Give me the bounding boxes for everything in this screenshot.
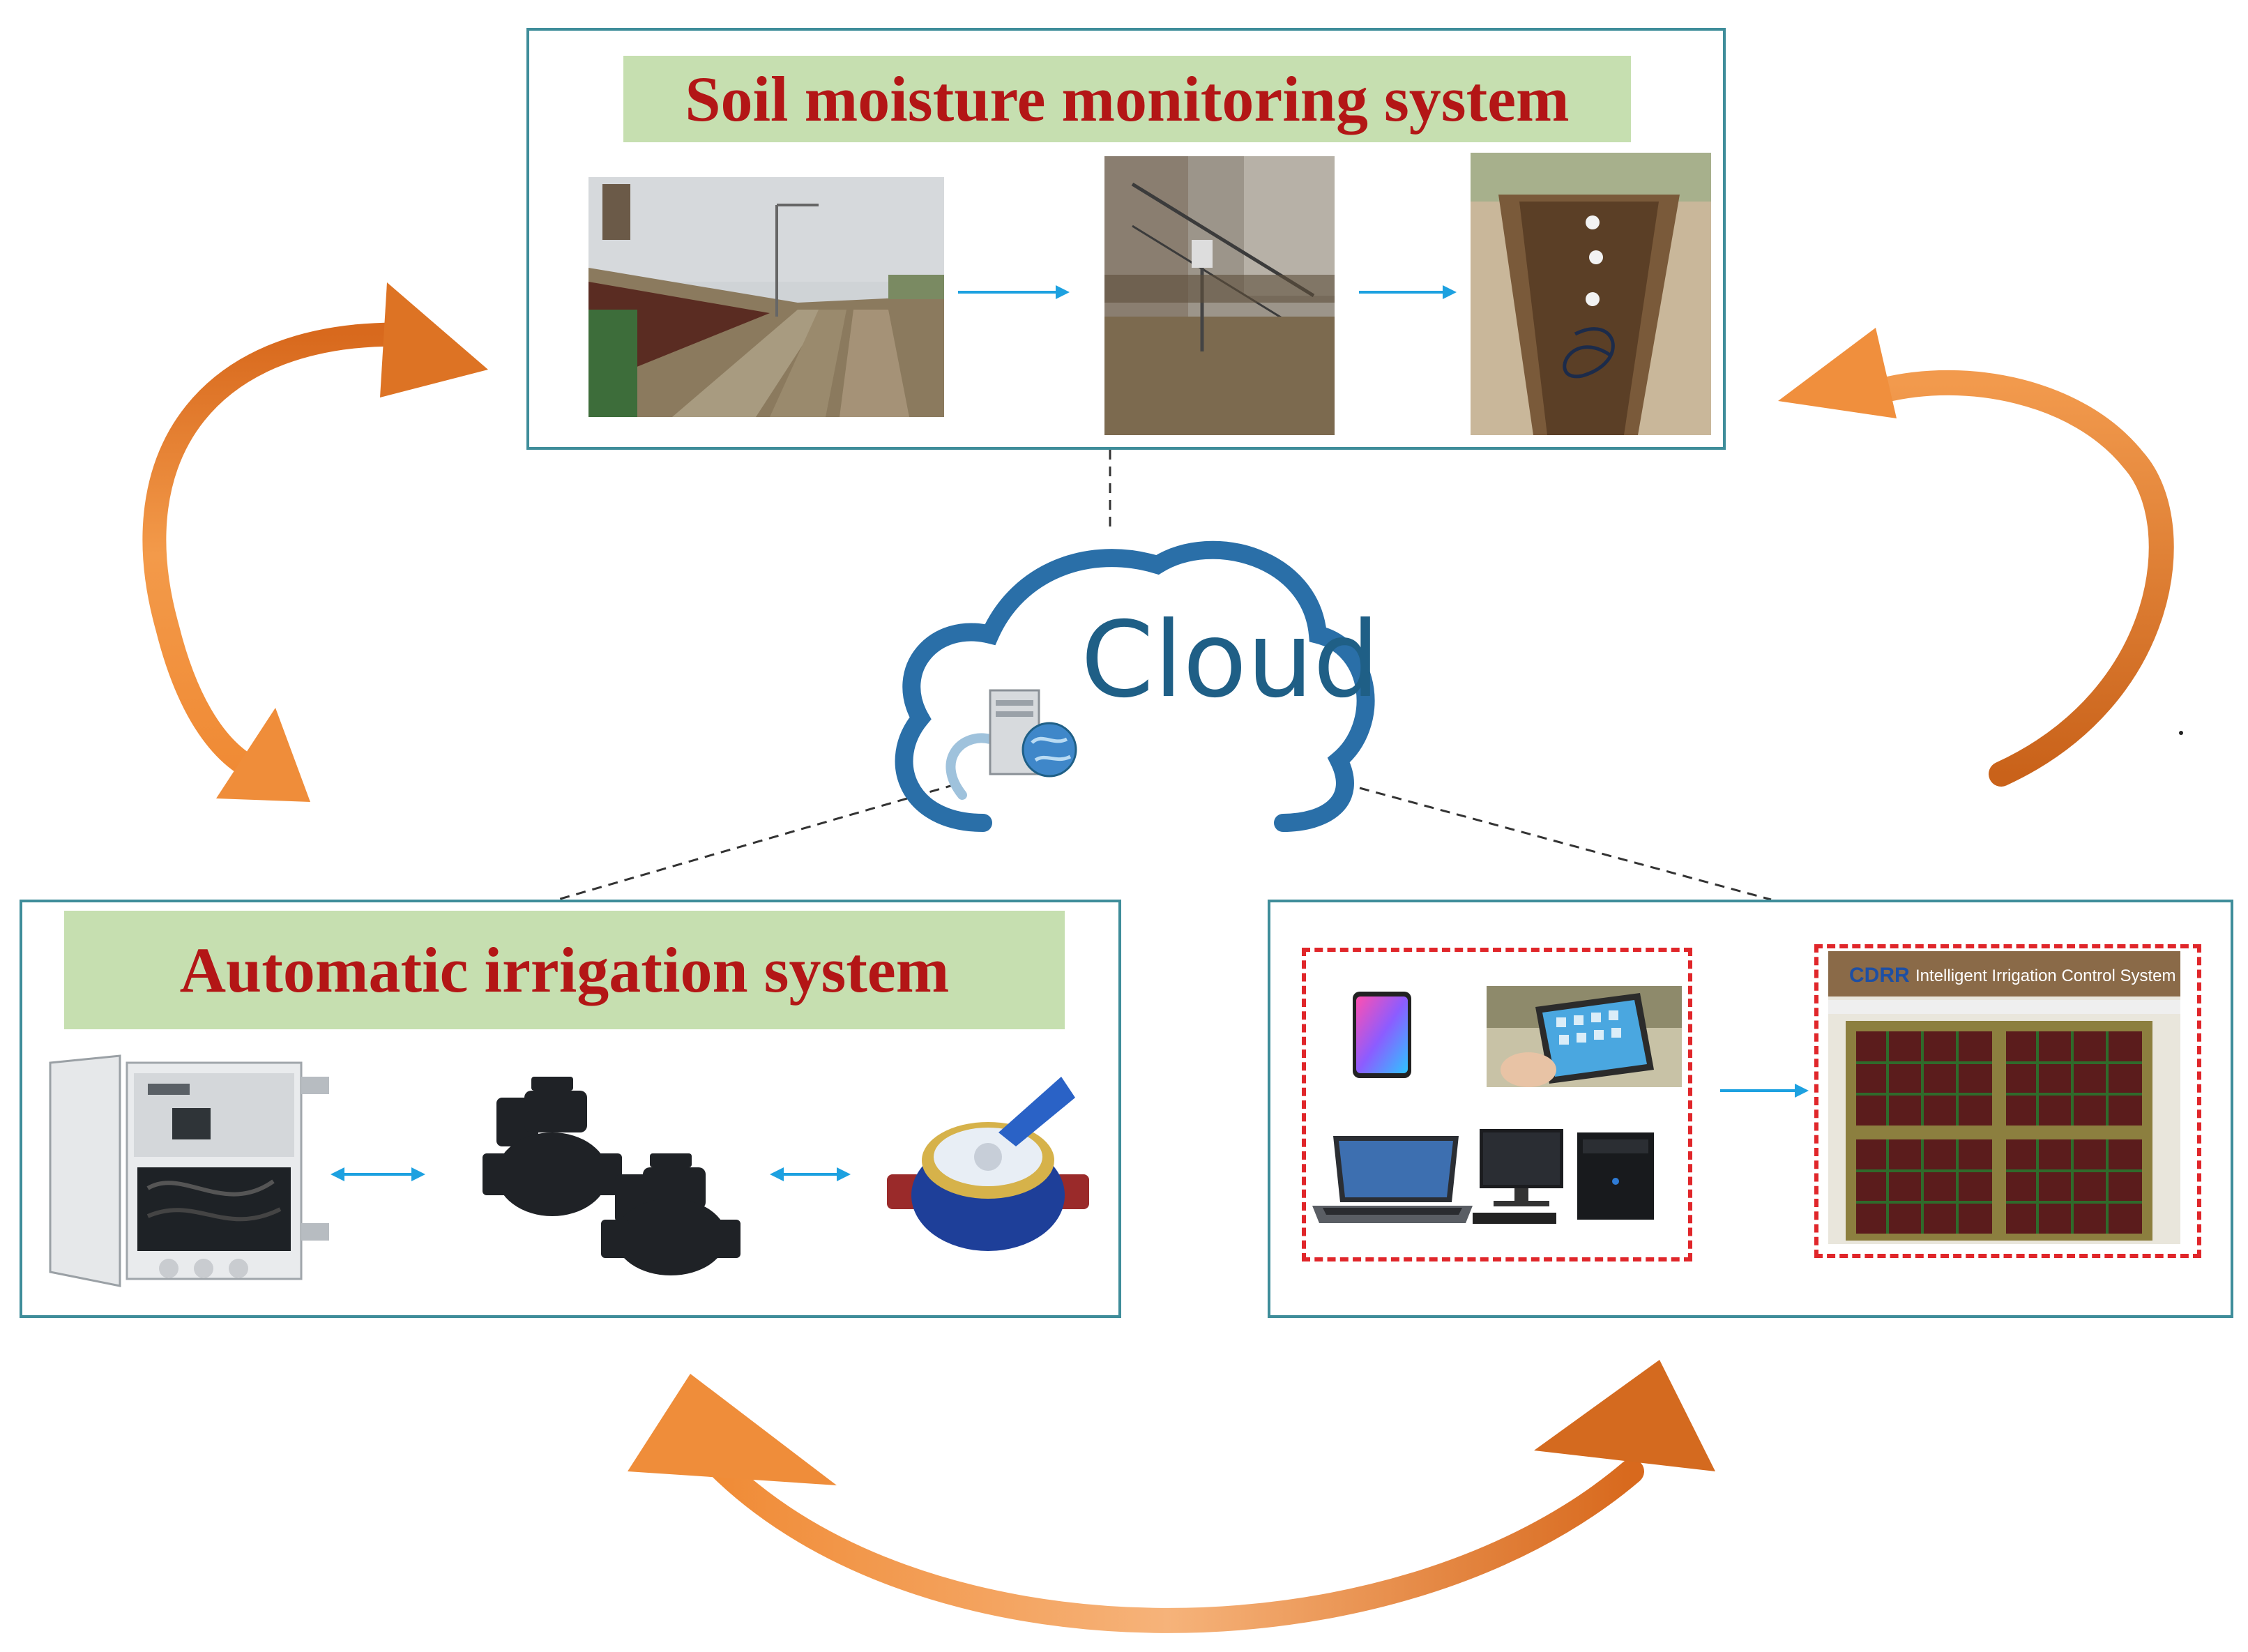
- controller-box-icon: [49, 1054, 329, 1287]
- irrigation-panel: Automatic irrigation system: [20, 900, 1121, 1318]
- water-meter-icon: [887, 1077, 1089, 1251]
- app-menu-bar: [1828, 1000, 2180, 1014]
- app-title: Intelligent Irrigation Control System (I…: [1915, 967, 2180, 985]
- devices-frame: [1302, 948, 1692, 1261]
- laptop-icon: [1312, 1136, 1473, 1223]
- flow-arrow: [958, 285, 1070, 299]
- flow-arrow: [1720, 1084, 1809, 1098]
- solenoid-valve-icon: [483, 1077, 741, 1275]
- bidirectional-arrow: [770, 1167, 851, 1181]
- app-logo: CDRR: [1849, 964, 1910, 987]
- left-cycle-arrow: [142, 282, 488, 802]
- soil-moisture-panel: Soil moisture monitoring system: [526, 28, 1726, 450]
- field-plots-photo: [588, 177, 944, 417]
- smartphone-icon: [1353, 992, 1411, 1078]
- panel-title: Automatic irrigation system: [64, 911, 1065, 1029]
- irrigation-app-screenshot: CDRR Intelligent Irrigation Control Syst…: [1828, 951, 2180, 1244]
- flow-arrow: [1359, 285, 1457, 299]
- cloud-label: Cloud: [1081, 600, 1380, 721]
- server-globe-icon: [989, 689, 1077, 778]
- soil-pit-photo: [1471, 153, 1711, 435]
- stray-dot: [2179, 731, 2183, 735]
- plot-grid: [1856, 1031, 2142, 1234]
- panel-title: Soil moisture monitoring system: [623, 56, 1631, 142]
- desktop-computer-icon: [1473, 1129, 1654, 1224]
- tablet-icon: [1487, 986, 1682, 1087]
- bidirectional-arrow: [331, 1167, 425, 1181]
- terminal-panel: CDRR Intelligent Irrigation Control Syst…: [1268, 900, 2233, 1318]
- app-header: [1828, 951, 2180, 996]
- app-frame: [1814, 944, 2201, 1258]
- weather-station-photo: [1104, 156, 1335, 435]
- cloud-connectors: [557, 450, 1772, 901]
- bottom-cycle-arrow: [628, 1360, 1715, 1633]
- cloud-node: Cloud: [879, 530, 1381, 837]
- right-cycle-arrow: [1778, 328, 2174, 787]
